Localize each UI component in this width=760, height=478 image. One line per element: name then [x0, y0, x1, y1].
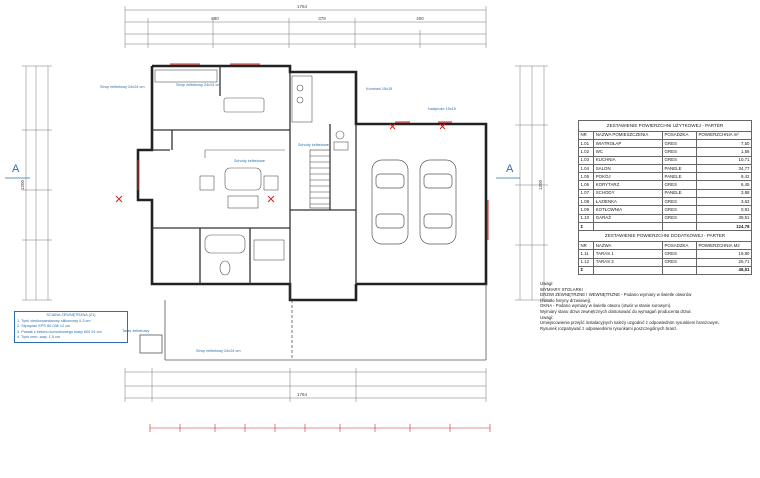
kitchen-counters [154, 69, 313, 123]
overall-width-bottom: 1764 [297, 392, 308, 397]
section-mark-left: A [5, 163, 30, 179]
svg-text:Taras żelbetowy: Taras żelbetowy [122, 329, 149, 333]
legend-item: 4. Tynk cem.-wap. 1,5 cm [17, 335, 61, 340]
window-markers [115, 63, 489, 240]
garage-cars [371, 159, 457, 245]
svg-text:Strop żelbetowy 24x24 cm: Strop żelbetowy 24x24 cm [100, 85, 145, 89]
legend-title: ŚCIANA ZEWNĘTRZNA (Z1) [46, 313, 96, 317]
usable-area-table: ZESTAWIENIE POWIERZCHNI UŻYTKOWEJ - PART… [577, 120, 753, 276]
note-line: WYMIARY STOLARKI [540, 286, 583, 292]
svg-text:Strop żelbetowy 24x24 cm: Strop żelbetowy 24x24 cm [196, 349, 241, 353]
top-dim-2: 378 [318, 16, 326, 21]
legend-item: 1. Tynk cienkowarstwowy silikonowy 0,3 c… [17, 318, 91, 323]
bottom-red-dimension-chain [149, 424, 491, 432]
right-dimension-chains [515, 65, 548, 301]
note-line: OKNA - Podano wymiary w świetle otworu (… [540, 303, 672, 309]
note-line: DRZWI ZEWNĘTRZNE I WEWNĘTRZNE - Podano w… [540, 292, 692, 298]
note-line: Rysunek rozpatrywać z odpowiednimi rysun… [540, 325, 678, 331]
staircase [309, 149, 331, 209]
svg-text:Nadproże 15x15: Nadproże 15x15 [428, 107, 456, 111]
note-line: (światło futryny drzwiowej). [540, 297, 592, 303]
note-line: Uwagi: [540, 314, 554, 320]
note-line: Wymiary stanu drzwi zewnętrznych dostoso… [540, 308, 692, 314]
room-annotations: Strop żelbetowy 24x24 cm Strop żelbetowy… [100, 83, 456, 353]
note-line: Umiejscowienie przejść instalacyjnych na… [540, 320, 720, 326]
svg-text:Kominek 15x15: Kominek 15x15 [366, 87, 392, 91]
terrace-outline [139, 284, 487, 361]
table2-caption: ZESTAWIENIE POWIERZCHNI DODATKOWEJ - PAR… [578, 230, 752, 242]
interior-walls [152, 66, 357, 300]
svg-text:Strop żelbetowy 24x24 cm: Strop żelbetowy 24x24 cm [176, 83, 221, 87]
table1-caption: ZESTAWIENIE POWIERZCHNI UŻYTKOWEJ - PART… [578, 120, 752, 132]
top-dim-3: 400 [416, 16, 424, 21]
exterior-walls [136, 64, 488, 302]
top-dimension-chains [124, 6, 487, 48]
svg-text:A: A [12, 163, 20, 175]
svg-text:Schody żelbetowe: Schody żelbetowe [298, 143, 329, 147]
left-dimension-chains [22, 65, 52, 301]
legend-item: 2. Styropian EPS 80-036 12 cm [17, 324, 71, 329]
overall-width-top: 1764 [297, 4, 308, 9]
drawing-notes: Uwagi: WYMIARY STOLARKI DRZWI ZEWNĘTRZNE… [540, 281, 755, 331]
top-dim-1: 880 [211, 16, 219, 21]
wall-legend: ŚCIANA ZEWNĘTRZNA (Z1) 1. Tynk cienkowar… [14, 311, 128, 343]
overall-height-left: 1200 [20, 179, 25, 190]
section-mark-right: A [496, 163, 520, 179]
table-header-row: NR NAZWA POSADZKA POWIERZCHNIA M2 [577, 240, 753, 251]
bottom-dimension-chains [124, 368, 487, 402]
living-furniture [199, 149, 285, 209]
svg-text:Schody żelbetowe: Schody żelbetowe [234, 159, 265, 163]
table-header-row: NR NAZWA POMIESZCZENIA POSADZKA POWIERZC… [577, 130, 753, 141]
overall-height-right: 1200 [538, 179, 543, 190]
svg-text:A: A [506, 163, 514, 175]
legend-item: 3. Pustak z betonu komórkowego klasy 600… [17, 329, 102, 334]
note-line: Uwagi: [540, 281, 554, 286]
bathroom-fixtures [204, 130, 349, 276]
